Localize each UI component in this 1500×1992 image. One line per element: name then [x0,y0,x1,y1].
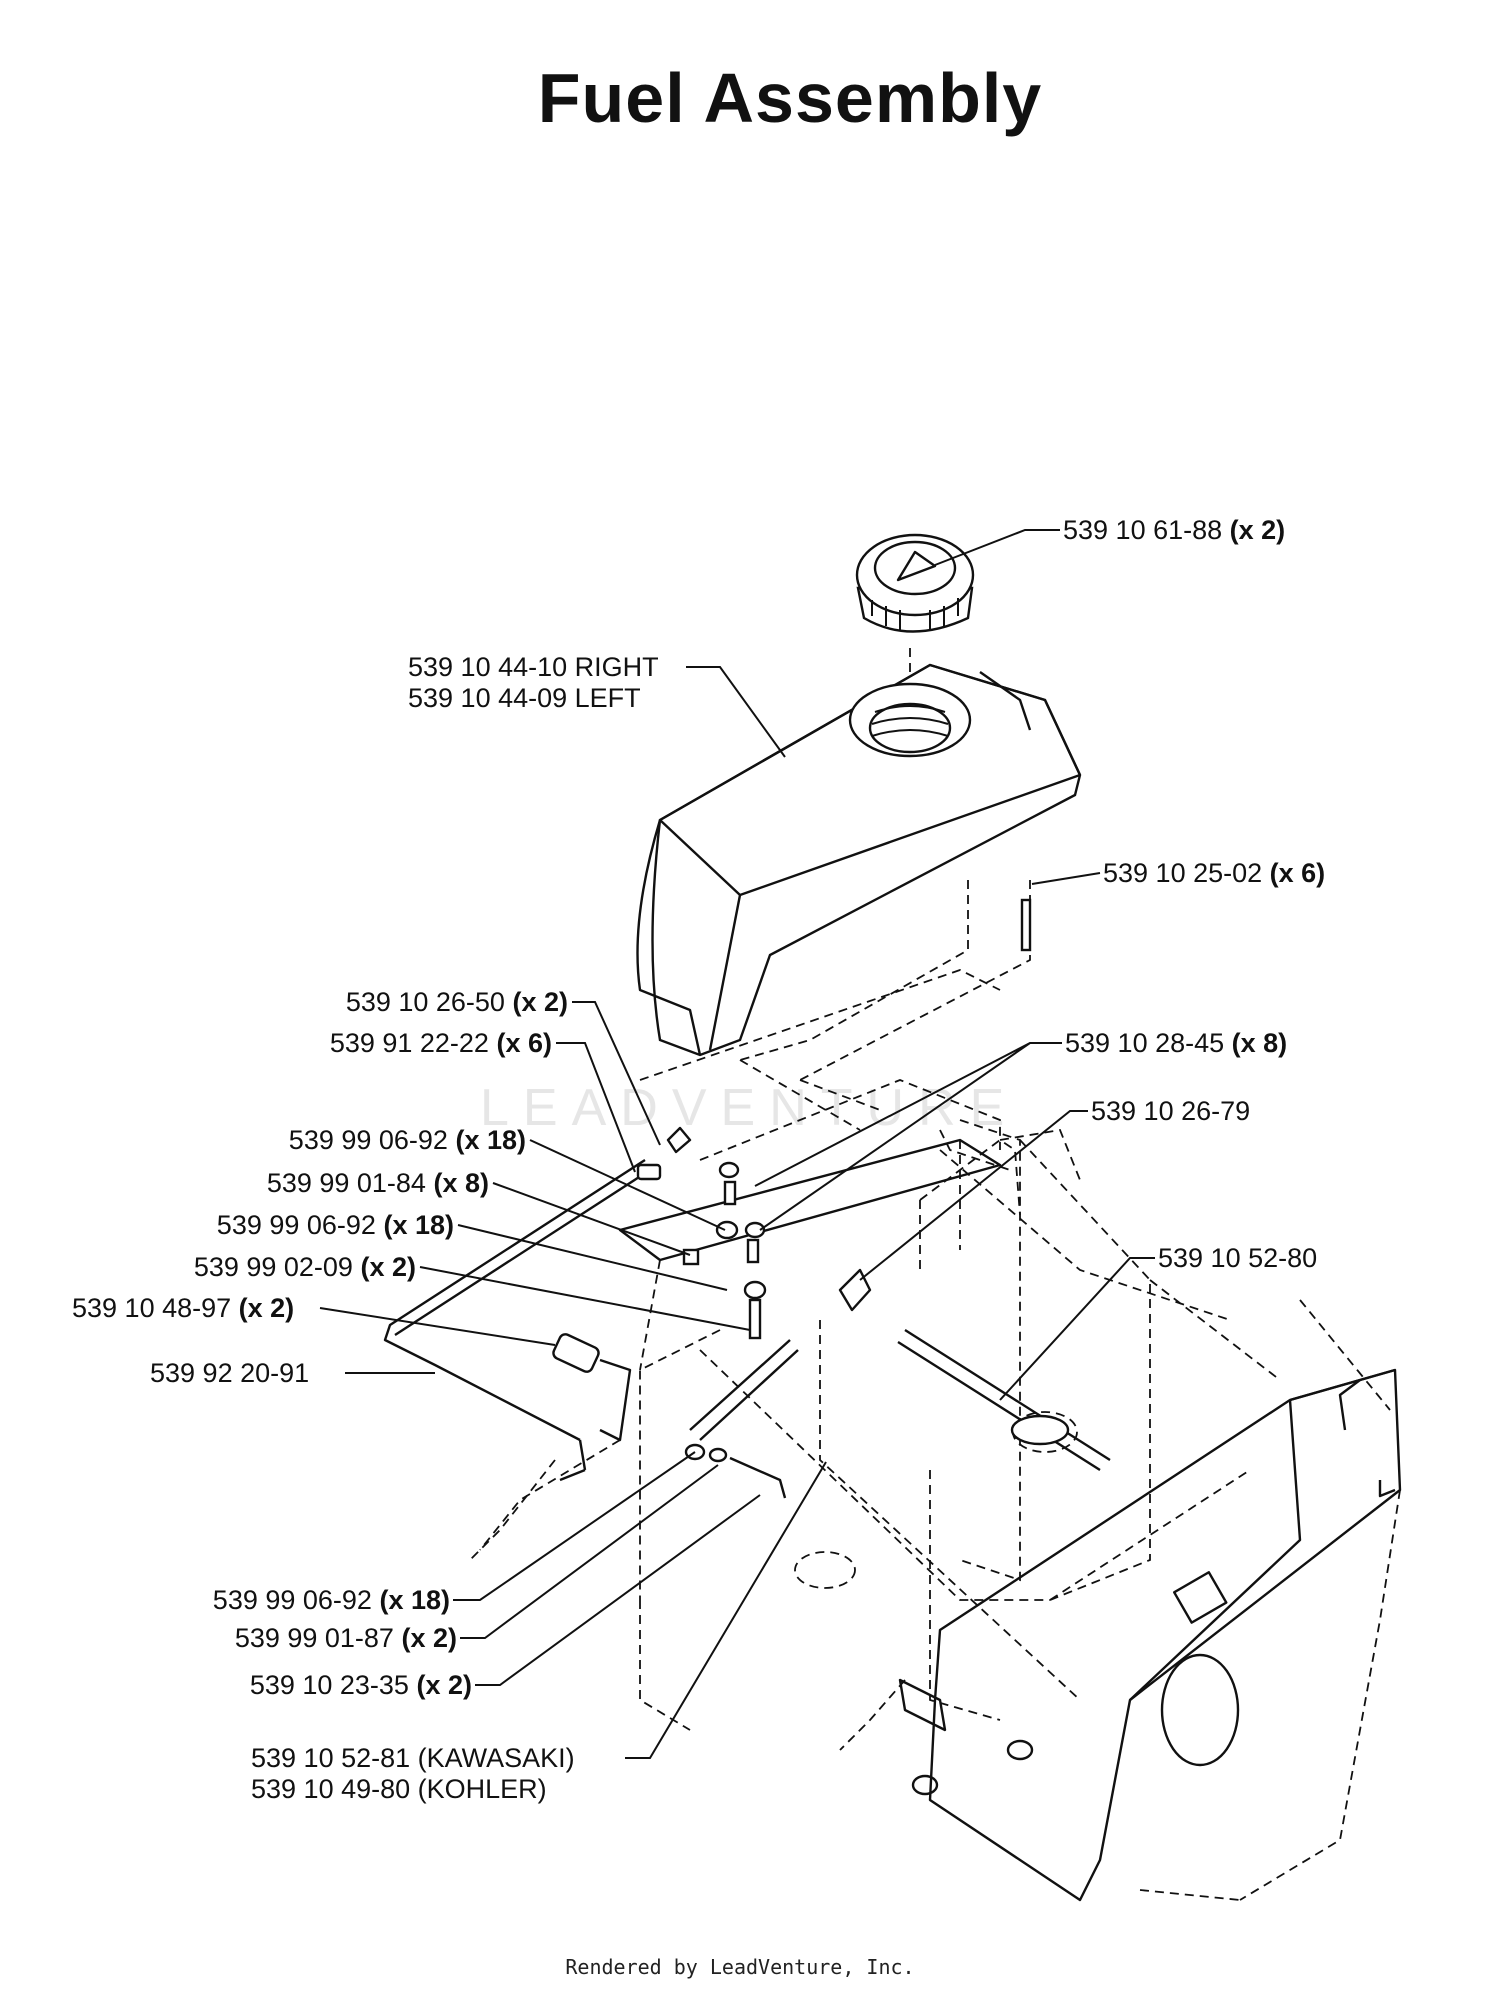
shutoff-rod [689,1268,1111,1472]
footer-credit: Rendered by LeadVenture, Inc. [565,1955,915,1979]
part-label-rod: 539 10 52-80 [1158,1243,1318,1273]
part-label-filter: 539 10 48-97 (x 2) [72,1293,295,1323]
part-label-fuel-cap: 539 10 61-88 (x 2) [1063,515,1286,545]
part-label-tank-left: 539 10 44-09 LEFT [408,683,641,713]
part-label-fitting: 539 91 22-22 (x 6) [329,1028,552,1058]
part-label-screw: 539 10 28-45 (x 8) [1065,1028,1288,1058]
leader-lines [319,529,1155,1759]
fuel-tank [636,663,1082,1057]
part-label-washer-2: 539 99 06-92 (x 18) [216,1210,454,1240]
part-label-stud: 539 10 25-02 (x 6) [1103,858,1326,888]
part-label-link-kohler: 539 10 49-80 (KOHLER) [251,1774,547,1804]
part-label-lock-nut: 539 99 01-87 (x 2) [234,1623,457,1653]
fasteners [552,898,1032,1499]
part-label-valve: 539 10 26-79 [1091,1096,1251,1126]
part-label-spring: 539 10 23-35 (x 2) [249,1670,472,1700]
side-plate [911,1368,1402,1902]
part-label-hose-clamp: 539 10 26-50 (x 2) [345,987,568,1017]
part-label-washer-1: 539 99 06-92 (x 18) [288,1125,526,1155]
part-label-washer-3: 539 99 06-92 (x 18) [212,1585,450,1615]
fuel-line [383,1158,651,1482]
watermark: LEADVENTURE [480,1079,1019,1137]
part-label-link-kawasaki: 539 10 52-81 (KAWASAKI) [251,1743,575,1773]
support-brackets [469,1358,947,1751]
part-label-tank-right: 539 10 44-10 RIGHT [408,652,659,682]
part-label-fuel-line: 539 92 20-91 [150,1358,310,1388]
fuel-cap [855,533,975,633]
part-label-bolt: 539 99 02-09 (x 2) [193,1252,416,1282]
diagram-title: Fuel Assembly [537,59,1043,137]
part-label-nut: 539 99 01-84 (x 8) [266,1168,489,1198]
